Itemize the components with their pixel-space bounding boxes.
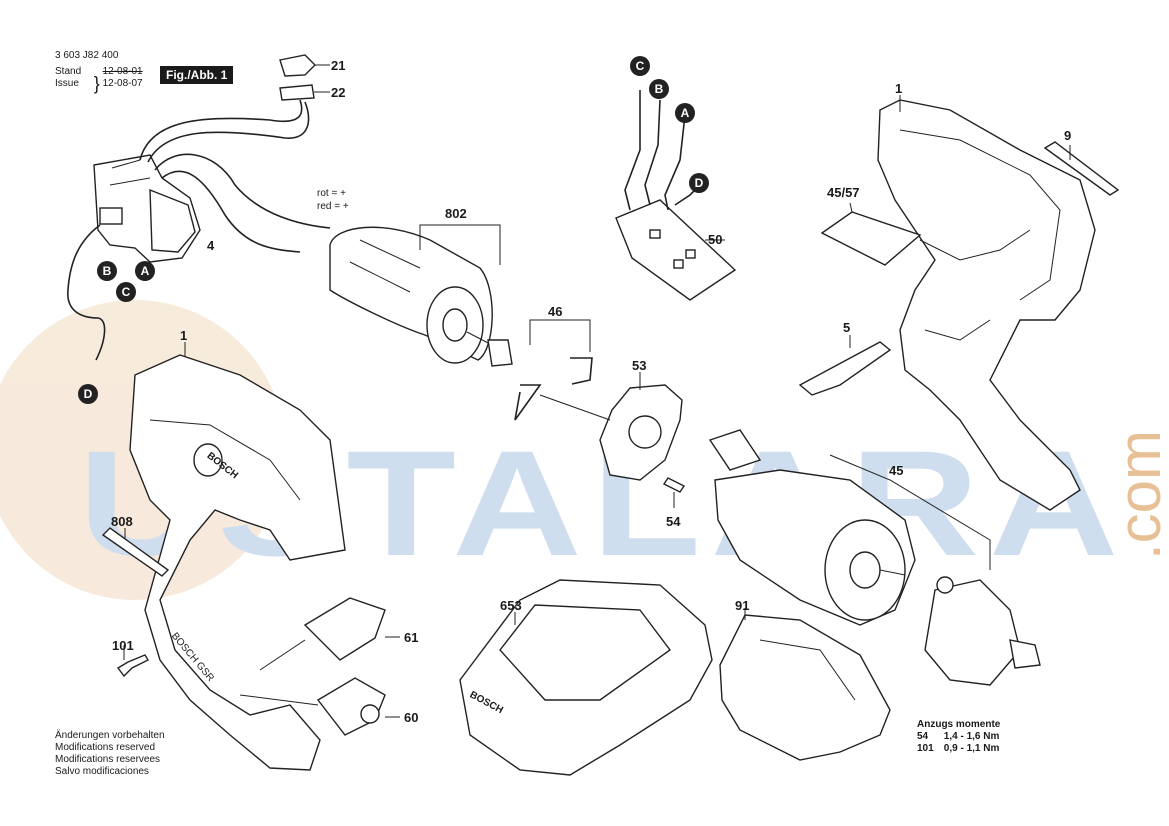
pcb-marker-a-circle [675,103,695,123]
callout-45: 45 [889,463,903,478]
part-9 [1043,141,1120,196]
callout-22: 22 [331,85,345,100]
switch-wire-d [67,224,106,361]
callout-101: 101 [112,638,134,653]
switch-wire-1 [139,99,303,161]
figure-label: Fig./Abb. 1 [160,66,234,84]
callout-1-left: 1 [180,328,187,343]
part-46 [514,357,593,421]
callout-60: 60 [404,710,418,725]
date-old: 12-08-01 [102,66,143,77]
callout-91: 91 [735,598,749,613]
pcb-wire-c [624,90,641,211]
part-808 [101,527,170,577]
part-5 [798,341,892,396]
pcb [615,199,737,301]
pcb-wire-a [664,114,686,211]
note-de: Änderungen vorbehalten [55,730,165,741]
callout-61: 61 [404,630,418,645]
switch-wire-4 [161,170,301,253]
part-54 [662,477,686,493]
callout-1-right: 1 [895,81,902,96]
part-21 [279,54,316,77]
brace-symbol: } [93,73,100,94]
callout-50: 50 [708,232,722,247]
watermark-suffix: .com [1106,430,1169,560]
callout-5: 5 [843,320,850,335]
issue-label: Issue [55,78,79,89]
note-es: Salvo modificaciones [55,766,149,777]
marker-c-switch: C [122,285,131,299]
callout-45-57: 45/57 [827,185,860,200]
chuck [924,576,1041,686]
stand-label: Stand [55,66,82,77]
polarity-rot: rot = + [317,188,346,199]
date-new: 12-08-07 [102,78,143,89]
callout-46: 46 [548,304,562,319]
marker-a-pcb: A [681,106,690,120]
motor [329,226,513,367]
polarity-red: red = + [317,201,349,212]
callout-9: 9 [1064,128,1071,143]
marker-c-pcb: C [636,59,645,73]
part-61 [303,597,386,661]
marker-b-circle [97,261,117,281]
part-60 [316,677,386,736]
torque-value-54: 1,4 - 1,6 Nm [943,731,1000,742]
charger: BOSCH [459,579,713,776]
switch-markers: B C A D [78,261,155,404]
callout-653: 653 [500,598,522,613]
pcb-marker-b-circle [649,79,669,99]
marker-b-pcb: B [655,82,664,96]
drawing-header: 3 603 J82 400 Stand Issue } 12-08-01 12-… [55,50,143,92]
callout-802: 802 [445,206,467,221]
pcb-marker-d-circle [689,173,709,193]
torque-part-54: 54 [917,731,929,742]
part-45-57 [820,211,922,266]
trigger-switch [93,154,201,263]
pcb-marker-c-circle [630,56,650,76]
marker-c-circle [116,282,136,302]
torque-value-101: 0,9 - 1,1 Nm [943,743,1000,754]
callout-labels: 21 22 4 802 1 9 45/57 50 46 53 5 54 45 8… [111,58,1071,725]
part-53 [599,384,683,481]
battery [719,614,891,761]
marker-d-circle [78,384,98,404]
modification-notes: Änderungen vorbehalten Modifications res… [55,730,165,778]
callout-808: 808 [111,514,133,529]
pcb-markers: C B A D [630,56,709,193]
switch-wire-2 [147,101,310,163]
marker-d-pcb: D [695,176,704,190]
part-101 [116,654,149,678]
switch-wire-3 [154,153,331,229]
callout-53: 53 [632,358,646,373]
marker-a-circle [135,261,155,281]
torque-specs: Anzugs momente 54 1,4 - 1,6 Nm 101 0,9 -… [917,719,1000,755]
part-22 [279,84,315,101]
callout-21: 21 [331,58,345,73]
marker-a-switch: A [141,264,150,278]
gearbox [708,429,916,626]
part-number: 3 603 J82 400 [55,50,119,61]
marker-d-wire: D [84,387,93,401]
note-fr: Modifications reservees [55,754,161,765]
housing-right [877,99,1096,511]
note-en: Modifications reserved [55,742,156,753]
callout-54: 54 [666,514,681,529]
torque-part-101: 101 [917,743,934,754]
marker-b-switch: B [103,264,112,278]
torque-title: Anzugs momente [917,719,1001,730]
pcb-wire-b [644,99,661,206]
callout-4: 4 [207,238,215,253]
